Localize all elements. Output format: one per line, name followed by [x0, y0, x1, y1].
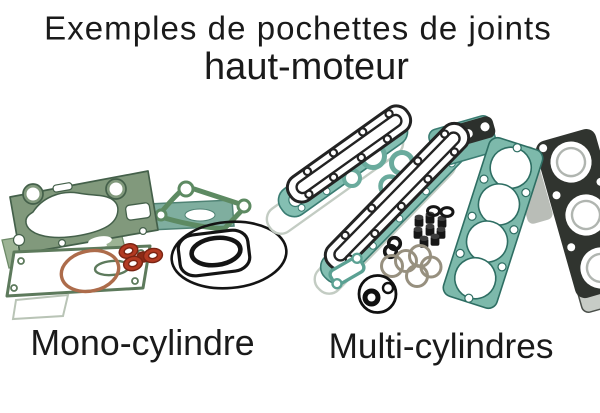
svg-text:Mono-cylindre: Mono-cylindre	[30, 323, 254, 363]
svg-text:Multi-cylindres: Multi-cylindres	[329, 327, 554, 366]
svg-text:haut-moteur: haut-moteur	[204, 46, 409, 88]
svg-text:Exemples de pochettes de joint: Exemples de pochettes de joints	[44, 9, 552, 46]
